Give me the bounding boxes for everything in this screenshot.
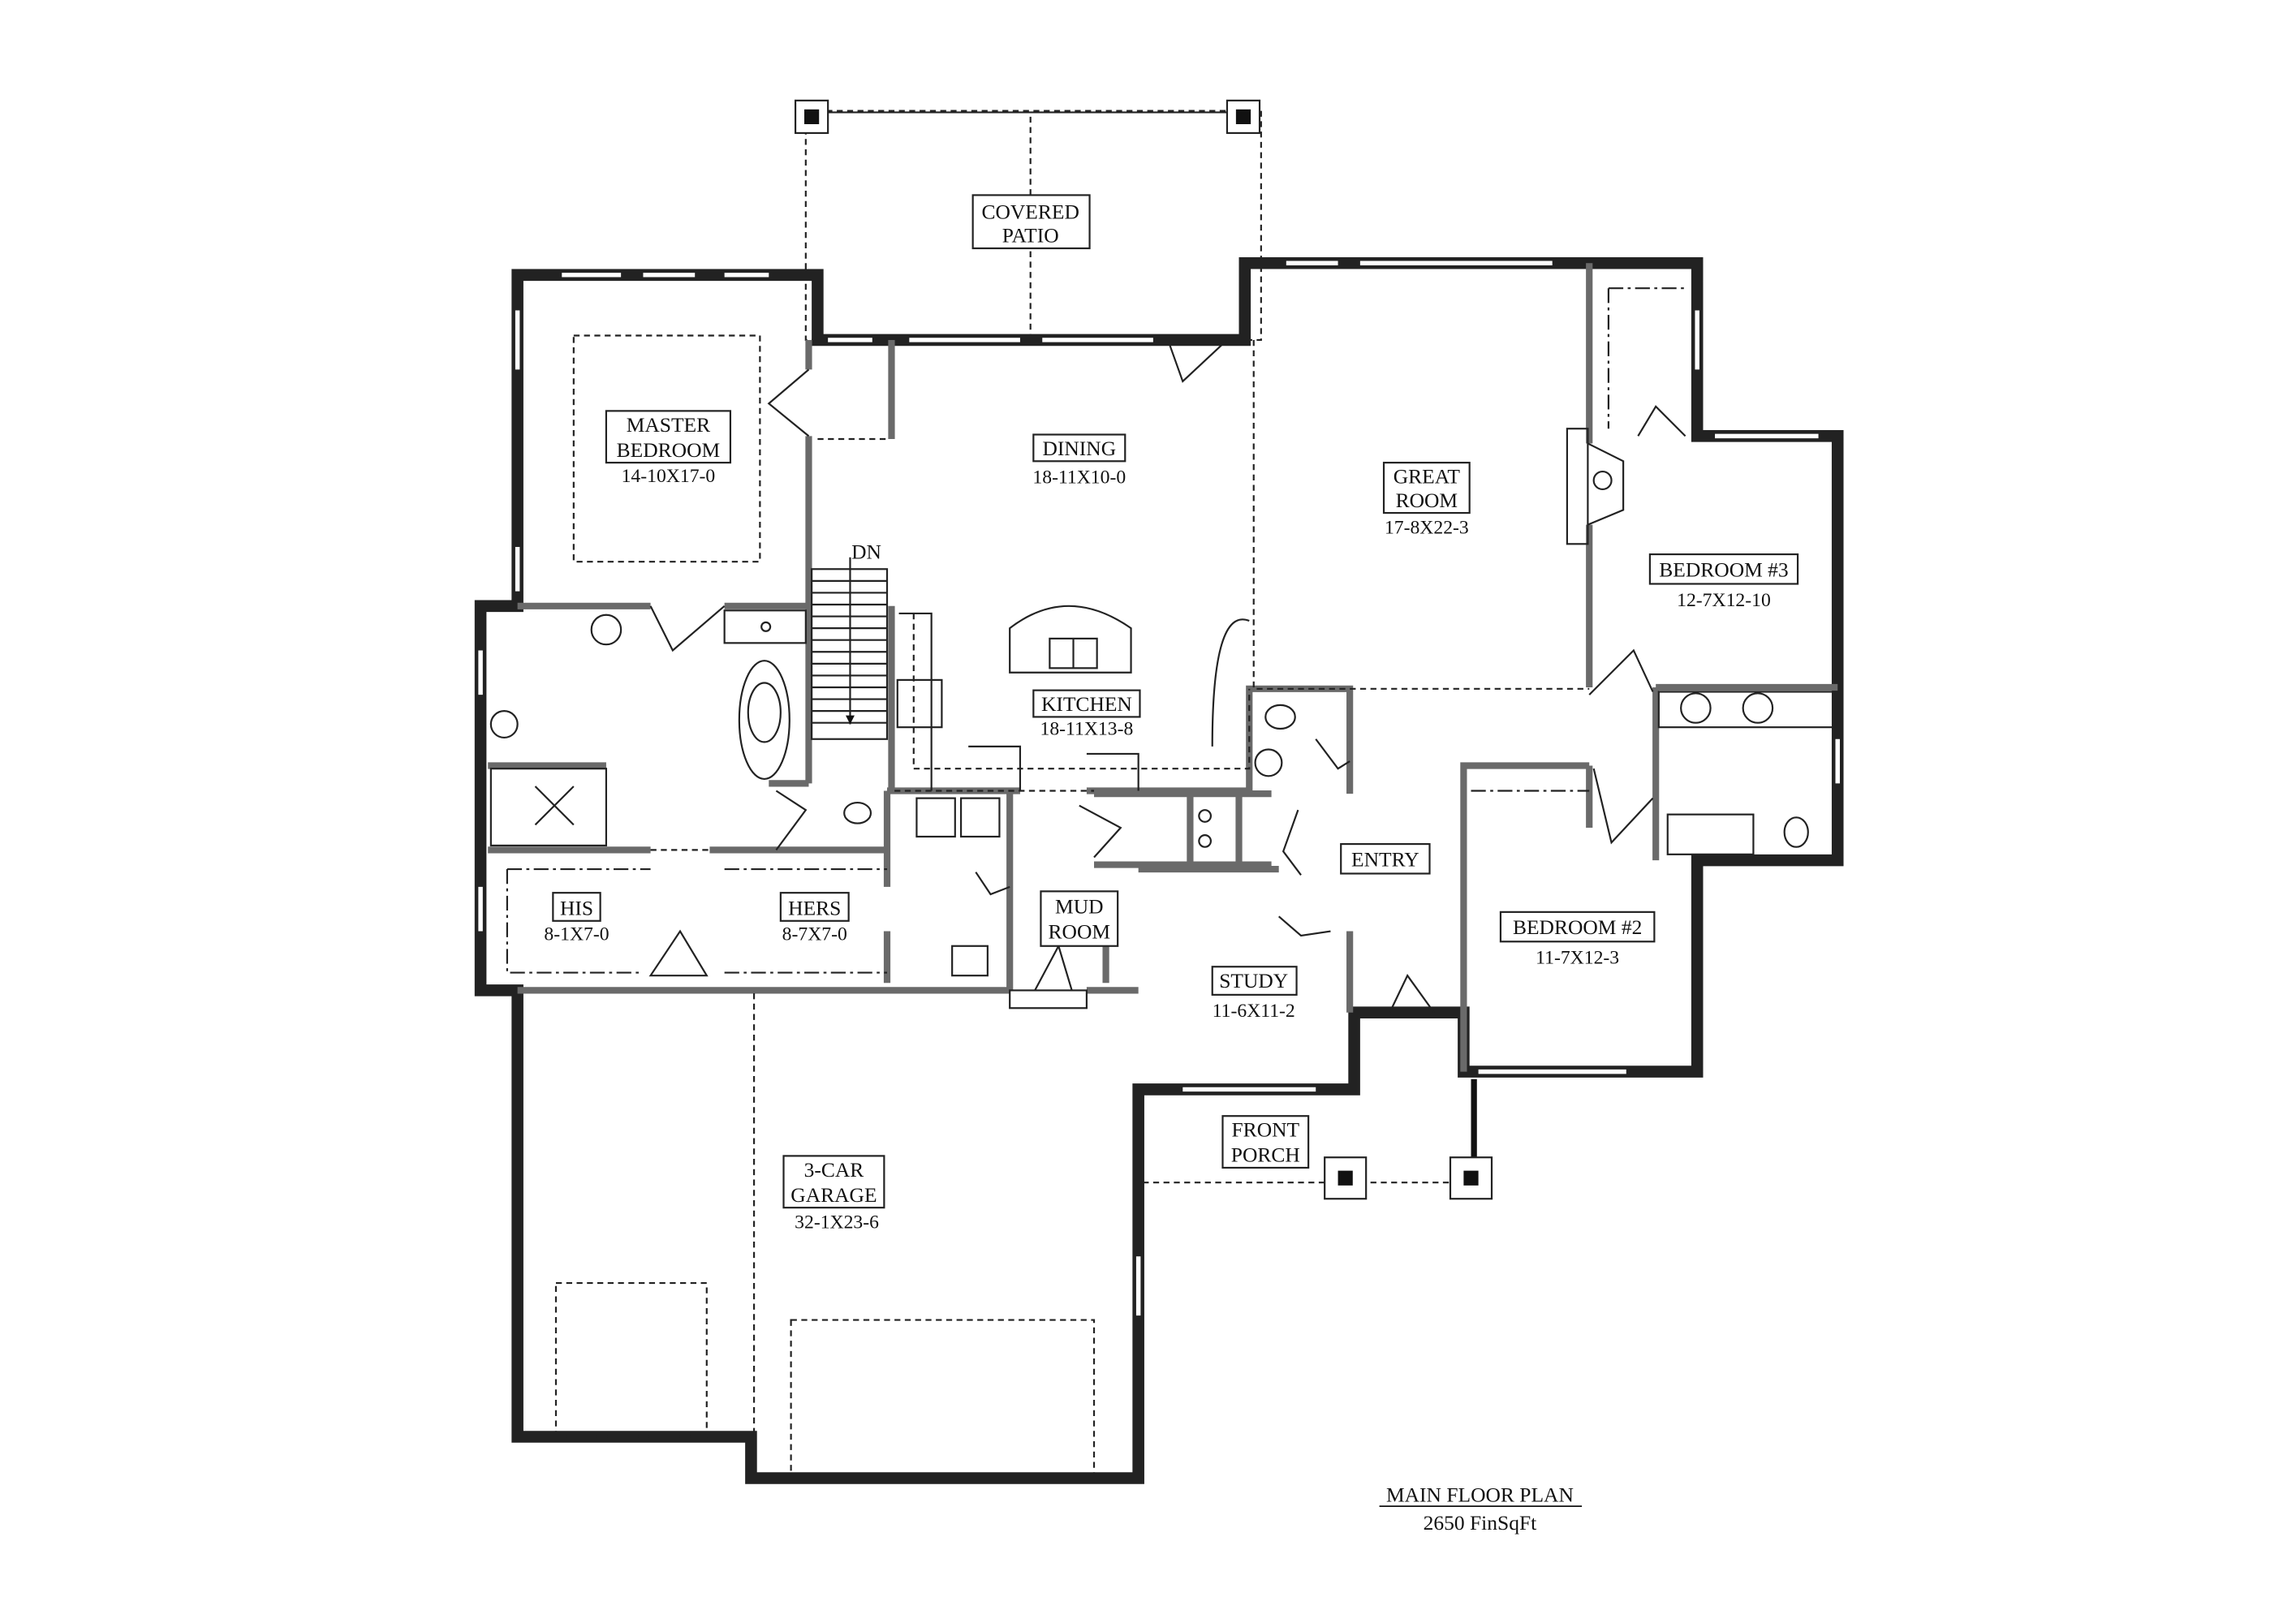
toilet: [1783, 816, 1809, 848]
tray-ceiling-outline: [572, 334, 761, 563]
svg-text:PORCH: PORCH: [1231, 1143, 1300, 1167]
svg-text:KITCHEN: KITCHEN: [1041, 692, 1132, 716]
fixtures: [489, 287, 1837, 1014]
svg-text:ROOM: ROOM: [1049, 920, 1111, 944]
room-label-hers: HERS 8-7X7-0: [779, 892, 850, 945]
room-label-bedroom-2: BEDROOM #2 11-7X12-3: [1499, 911, 1656, 969]
svg-text:GARAGE: GARAGE: [790, 1183, 877, 1207]
svg-text:BEDROOM #3: BEDROOM #3: [1659, 558, 1788, 581]
svg-text:18-11X10-0: 18-11X10-0: [1032, 467, 1126, 489]
svg-text:GREAT: GREAT: [1394, 465, 1461, 489]
room-label-great-room: GREAT ROOM 17-8X22-3: [1382, 462, 1471, 539]
sink: [1254, 748, 1283, 777]
room-label-dining: DINING 18-11X10-0: [1032, 433, 1126, 489]
interior-walls: [488, 263, 1838, 1072]
svg-text:HERS: HERS: [788, 897, 841, 920]
utility-sink: [951, 945, 989, 977]
svg-text:8-1X7-0: 8-1X7-0: [544, 923, 609, 945]
washer: [915, 797, 956, 838]
room-label-his: HIS 8-1X7-0: [544, 892, 610, 945]
room-label-front-porch: FRONT PORCH: [1221, 1115, 1310, 1169]
svg-text:17-8X22-3: 17-8X22-3: [1385, 518, 1469, 539]
kitchen-island: [1009, 605, 1132, 674]
plan-subtitle: 2650 FinSqFt: [1424, 1511, 1537, 1535]
room-label-covered-patio: COVERED PATIO: [971, 194, 1091, 250]
svg-text:8-7X7-0: 8-7X7-0: [782, 923, 847, 945]
svg-text:MUD: MUD: [1055, 895, 1104, 919]
dryer: [959, 797, 1001, 838]
fireplace: [1566, 428, 1589, 545]
garage-details: [554, 989, 1096, 1476]
svg-text:HIS: HIS: [560, 897, 593, 920]
svg-text:ENTRY: ENTRY: [1351, 847, 1419, 871]
svg-text:11-7X12-3: 11-7X12-3: [1536, 948, 1619, 969]
plan-title-block: MAIN FLOOR PLAN 2650 FinSqFt: [1379, 1483, 1583, 1535]
room-label-bedroom-3: BEDROOM #3 12-7X12-10: [1648, 553, 1799, 611]
shower: [489, 768, 608, 846]
svg-text:FRONT: FRONT: [1232, 1118, 1300, 1142]
room-label-garage: 3-CAR GARAGE 32-1X23-6: [782, 1155, 885, 1233]
front-porch-outline: [1143, 1078, 1493, 1200]
svg-text:BEDROOM: BEDROOM: [617, 438, 721, 462]
toilet: [1264, 704, 1296, 730]
svg-text:3-CAR: 3-CAR: [804, 1158, 864, 1182]
room-label-master-bedroom: MASTER BEDROOM 14-10X17-0: [605, 410, 732, 487]
svg-text:ROOM: ROOM: [1396, 489, 1458, 512]
sink: [489, 710, 519, 739]
windows: [478, 260, 1840, 1316]
svg-text:11-6X11-2: 11-6X11-2: [1213, 1001, 1295, 1022]
room-label-kitchen: KITCHEN 18-11X13-8: [1032, 689, 1141, 739]
svg-text:18-11X13-8: 18-11X13-8: [1040, 718, 1134, 739]
stair-down-label: DN: [851, 540, 881, 564]
sink: [1742, 692, 1774, 724]
svg-text:COVERED: COVERED: [981, 200, 1079, 224]
svg-text:DINING: DINING: [1042, 437, 1116, 460]
toilet: [843, 801, 872, 824]
bathtub: [1666, 813, 1755, 855]
svg-text:14-10X17-0: 14-10X17-0: [622, 466, 716, 487]
sink: [590, 613, 622, 646]
sink: [1680, 692, 1712, 724]
svg-text:12-7X12-10: 12-7X12-10: [1677, 590, 1771, 611]
plan-title: MAIN FLOOR PLAN: [1386, 1483, 1574, 1507]
room-label-entry: ENTRY: [1340, 842, 1431, 875]
room-label-study: STUDY 11-6X11-2: [1211, 966, 1298, 1022]
svg-text:STUDY: STUDY: [1219, 969, 1288, 992]
bathtub: [738, 660, 790, 781]
svg-text:BEDROOM #2: BEDROOM #2: [1513, 915, 1642, 939]
svg-text:PATIO: PATIO: [1002, 224, 1059, 248]
staircase: [811, 557, 889, 740]
svg-text:32-1X23-6: 32-1X23-6: [795, 1212, 879, 1233]
svg-text:MASTER: MASTER: [627, 413, 710, 437]
cooktop: [896, 678, 943, 729]
room-label-mud-room: MUD ROOM: [1040, 890, 1119, 947]
